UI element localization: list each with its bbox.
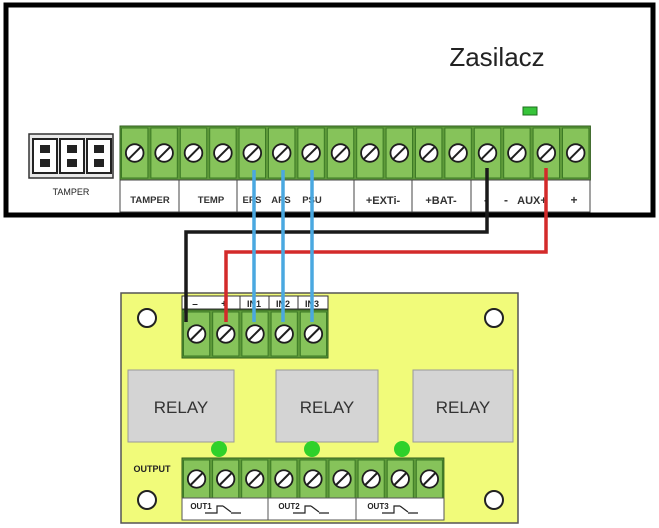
output-terminal-screw-slot xyxy=(335,472,349,486)
relay-module: – + IN1 IN2 IN3 RELAY RELAY RELAY OUTPUT xyxy=(120,292,519,524)
input-terminal-screw-slot xyxy=(189,327,204,341)
label-aux: AUX+ xyxy=(517,195,547,207)
psu-terminal-screw-slot xyxy=(539,146,554,160)
relay-1-led xyxy=(211,441,227,457)
psu-terminal-screw-slot xyxy=(186,146,201,160)
psu-terminal-screw-slot xyxy=(568,146,583,160)
output-label: OUTPUT xyxy=(134,464,172,474)
psu-terminal-screw-slot xyxy=(333,146,348,160)
tamper-connector-label: TAMPER xyxy=(53,187,90,197)
psu-terminal-screw-slot xyxy=(157,146,171,160)
psu-terminal-screw-slot xyxy=(451,146,465,160)
psu-title: Zasilacz xyxy=(449,42,544,72)
output-terminal-screw-slot xyxy=(189,472,204,486)
label-aux-minus-2: - xyxy=(504,193,508,207)
label-tamper: TAMPER xyxy=(130,195,170,206)
psu-terminal-screw-slot xyxy=(510,146,524,160)
psu-terminal-strip xyxy=(119,125,591,181)
output-terminal-screw-slot xyxy=(218,472,233,486)
output-terminal-screw-slot xyxy=(422,472,437,486)
input-terminal-screw-slot xyxy=(306,327,321,341)
psu-terminal-screw-slot xyxy=(127,146,142,160)
psu-terminal-screw-slot xyxy=(216,146,230,160)
mounting-hole xyxy=(137,490,157,510)
mounting-hole xyxy=(484,490,504,510)
psu-terminal-screw-slot xyxy=(392,146,407,160)
relay-3-led xyxy=(394,441,410,457)
label-temp: TEMP xyxy=(198,195,225,206)
output-terminal-screw-slot xyxy=(393,472,408,486)
mounting-hole xyxy=(137,308,157,328)
output-terminal-screw-slot xyxy=(306,472,320,486)
out3-label: OUT3 xyxy=(367,502,389,511)
output-terminal-block xyxy=(181,457,445,501)
tamper-connector xyxy=(28,133,114,179)
wires xyxy=(184,168,548,322)
output-terminal-screw-slot xyxy=(277,472,291,486)
psu-terminal-screw-slot xyxy=(480,146,495,160)
psu-terminal-screw-slot xyxy=(274,146,289,160)
psu-terminal-screw-slot xyxy=(304,146,318,160)
input-terminal-screw-slot xyxy=(277,327,292,341)
input-label-plus: + xyxy=(221,299,227,310)
relay-3-label: RELAY xyxy=(436,398,491,417)
out2-label: OUT2 xyxy=(278,502,300,511)
label-eps: EPS xyxy=(242,195,261,206)
out-label-row xyxy=(181,497,445,521)
relay-2 xyxy=(275,369,379,443)
label-aps: APS xyxy=(271,195,291,206)
input-terminal-screw-slot xyxy=(218,327,233,341)
relay-2-label: RELAY xyxy=(300,398,355,417)
relay-3 xyxy=(412,369,514,443)
wire-black-minus xyxy=(184,168,489,322)
wire-red-plus xyxy=(224,168,548,322)
output-terminal-screw-slot xyxy=(364,472,378,486)
input-terminal-screw-slot xyxy=(248,327,262,341)
psu-terminal-screw-slot xyxy=(421,146,436,160)
relay-1-label: RELAY xyxy=(154,398,209,417)
output-terminal-screw-slot xyxy=(247,472,262,486)
out1-label: OUT1 xyxy=(190,502,212,511)
power-supply-unit: Zasilacz TAMPER TAMPER xyxy=(3,2,656,218)
label-bat: +BAT- xyxy=(425,195,457,207)
relay-2-led xyxy=(304,441,320,457)
input-label-minus: – xyxy=(192,299,198,310)
label-aux-plus: + xyxy=(570,193,577,207)
relay-1 xyxy=(127,369,235,443)
label-ext: +EXTi- xyxy=(366,195,401,207)
psu-terminal-screw-slot xyxy=(363,146,377,160)
psu-terminal-screw-slot xyxy=(245,146,260,160)
mounting-hole xyxy=(484,308,504,328)
psu-status-led xyxy=(522,106,538,116)
psu-terminal-labels xyxy=(119,179,591,213)
